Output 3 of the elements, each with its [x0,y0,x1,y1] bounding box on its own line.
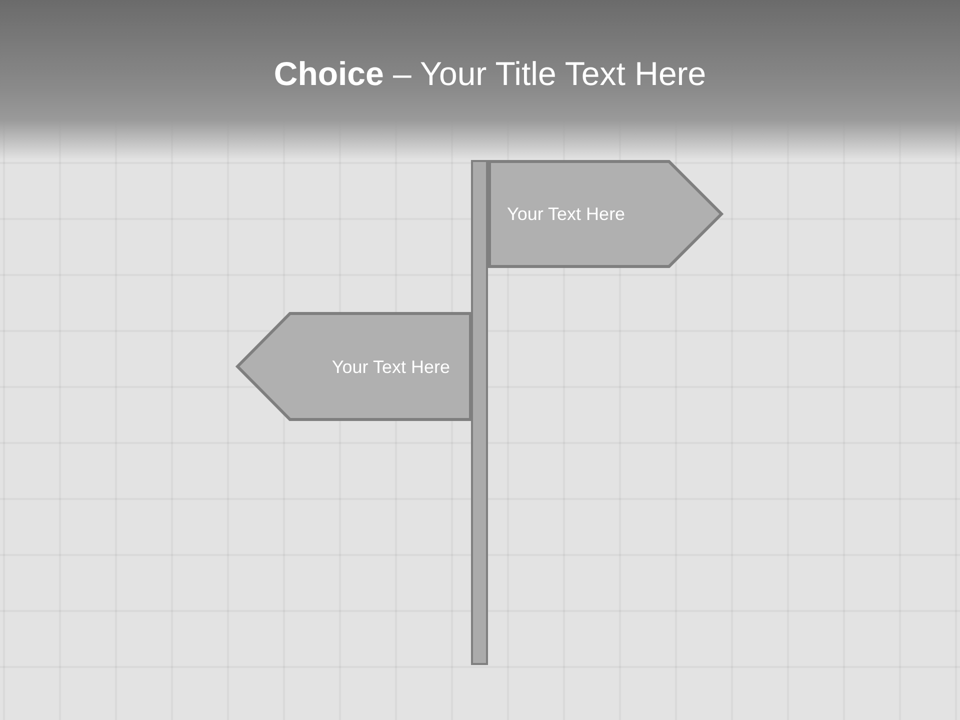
sign-text: Your Text Here [332,356,450,378]
sign-text: Your Text Here [507,203,626,225]
slide-title: Choice – Your Title Text Here [272,54,708,94]
